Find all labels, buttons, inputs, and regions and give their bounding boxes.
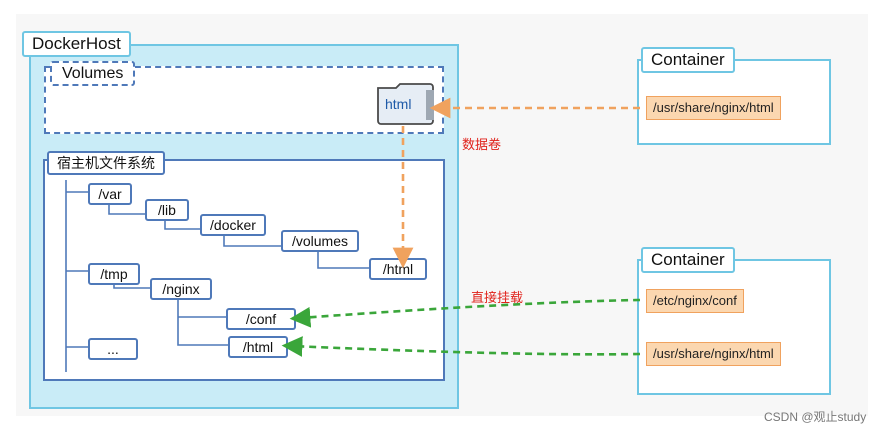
node-lib: /lib: [145, 199, 189, 221]
host-filesystem-title: 宿主机文件系统: [47, 151, 165, 175]
container-2-title: Container: [641, 247, 735, 273]
node-nginx-html: /html: [228, 336, 288, 358]
orange-volume-arrow: [392, 97, 640, 269]
label-direct-mount: 直接挂载: [471, 290, 524, 305]
container-1-path-html: /usr/share/nginx/html: [646, 96, 781, 120]
node-volumes: /volumes: [281, 230, 359, 252]
node-var: /var: [88, 183, 132, 205]
docker-host-title: DockerHost: [22, 31, 131, 57]
volumes-title: Volumes: [50, 61, 136, 86]
folder-label: html: [385, 96, 412, 112]
node-tmp: /tmp: [88, 263, 140, 285]
container-2-path-conf: /etc/nginx/conf: [646, 289, 744, 313]
node-ellipsis: ...: [88, 338, 138, 360]
container-1-title: Container: [641, 47, 735, 73]
node-nginx: /nginx: [150, 278, 212, 300]
node-docker: /docker: [200, 214, 266, 236]
node-conf: /conf: [226, 308, 296, 330]
label-data-volume: 数据卷: [462, 137, 502, 152]
watermark: CSDN @观止study: [764, 410, 867, 424]
container-2-path-html: /usr/share/nginx/html: [646, 342, 781, 366]
green-mount-arrows: [281, 298, 641, 357]
